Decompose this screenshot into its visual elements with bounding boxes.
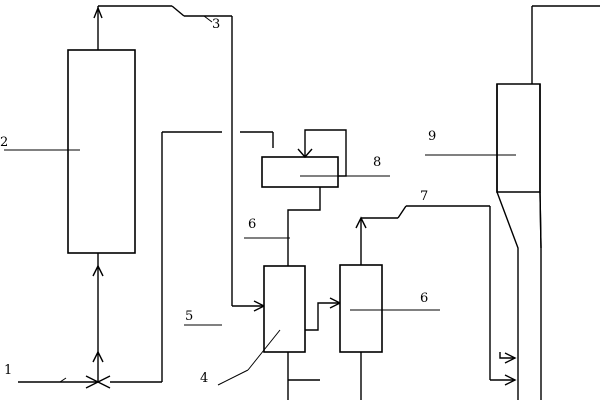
label-9: 9: [428, 129, 436, 144]
leader-3: [203, 15, 213, 23]
vessel-8-inlet-arrow: [297, 148, 313, 159]
riser-arrow-1: [92, 264, 104, 277]
label-4: 4: [200, 371, 208, 386]
column-2: [67, 49, 136, 254]
vessel-9: [496, 83, 541, 193]
riser-inlet-arrow-high: [504, 352, 517, 364]
leader-4-a: [217, 369, 249, 386]
line-7-kink: [397, 205, 407, 219]
label-8: 8: [373, 155, 381, 170]
riser-inlet-upper: [499, 352, 515, 359]
label-2: 2: [0, 135, 8, 150]
line-3-kink: [171, 5, 185, 17]
overhead-arrow: [93, 6, 103, 19]
riser-inlet-arrow-low: [504, 374, 517, 386]
vessel-8: [261, 156, 339, 188]
feed-line-1-kink: [59, 377, 67, 383]
label-5: 5: [185, 309, 193, 324]
vessel-8-to-vessel-4: [287, 187, 321, 266]
label-6-right: 6: [420, 291, 428, 306]
vessel-9-cone-right: [539, 191, 542, 249]
vessel-4: [263, 265, 306, 353]
vessel-4-to-vessel-6: [305, 302, 340, 331]
label-7: 7: [420, 189, 428, 204]
leader-4-b: [247, 329, 281, 371]
riser-arrow-2: [92, 350, 104, 363]
label-6-upper: 6: [248, 217, 256, 232]
label-3: 3: [212, 17, 220, 32]
label-1: 1: [4, 363, 12, 378]
vessel-6: [339, 264, 383, 353]
